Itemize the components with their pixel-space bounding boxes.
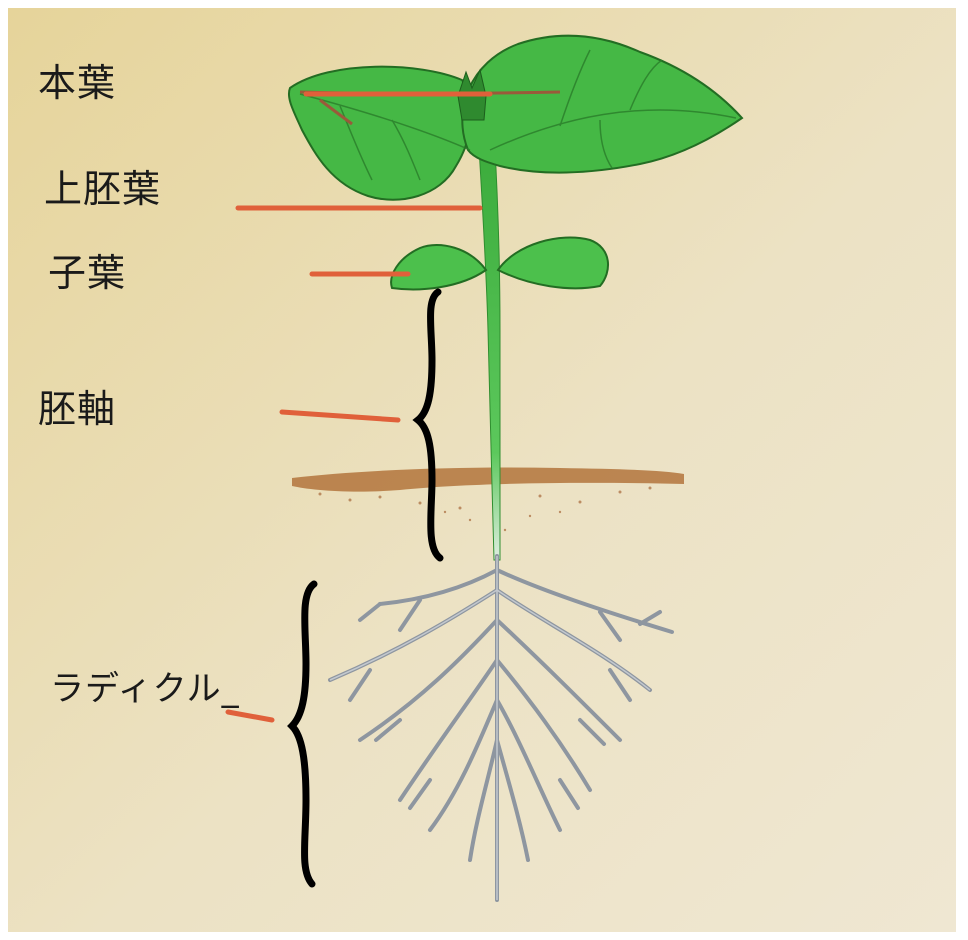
label-hypocotyl: 胚軸 xyxy=(38,390,116,428)
label-radicle: ラディクル_ xyxy=(50,672,240,706)
label-cotyledon: 子葉 xyxy=(48,254,126,292)
label-true-leaf: 本葉 xyxy=(38,64,116,102)
label-epicotyl: 上胚葉 xyxy=(44,170,161,208)
